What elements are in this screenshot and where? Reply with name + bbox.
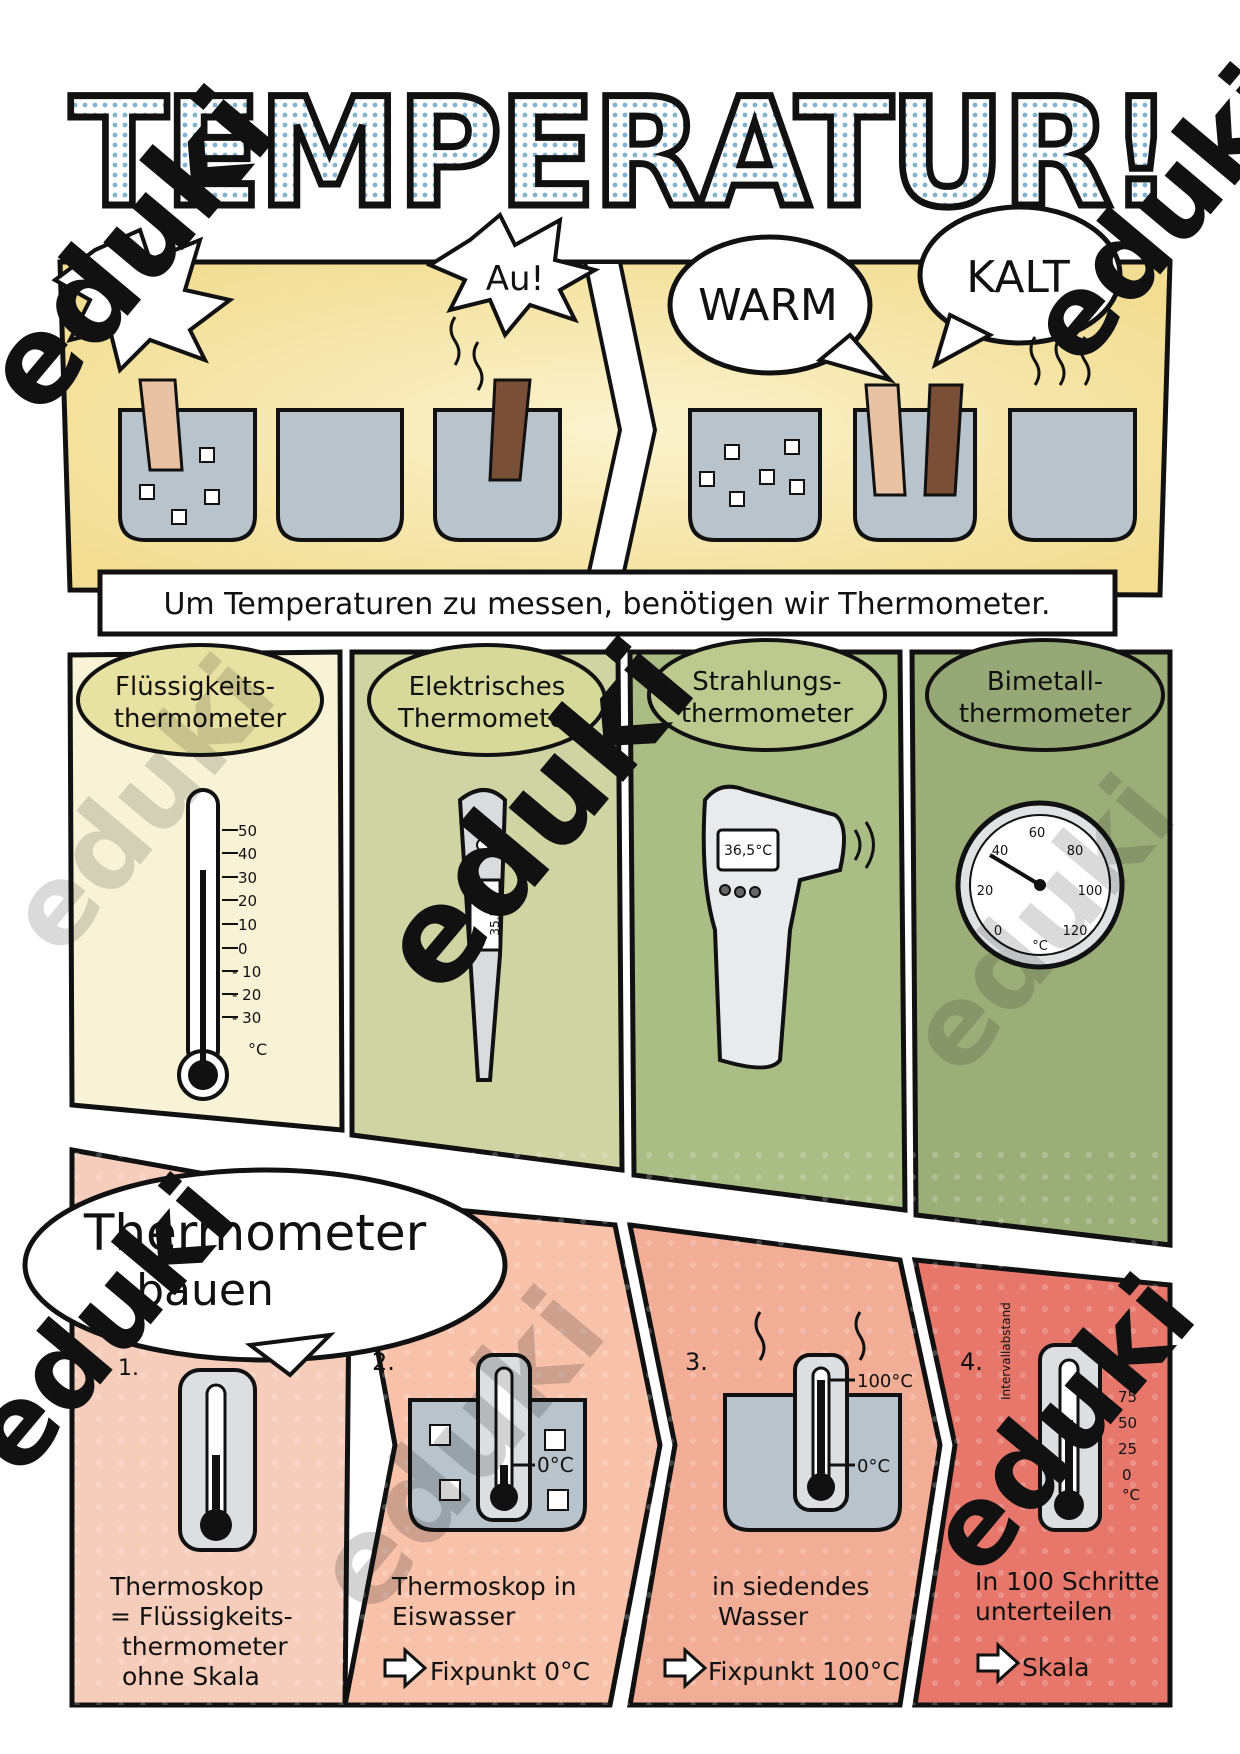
liquid-thermometer-scale: 50 40 30 20 10 0 - 10 - 20 - 30 °C: [222, 822, 267, 1059]
hand-dark: [488, 378, 532, 482]
svg-text:Strahlungs-: Strahlungs-: [692, 667, 841, 697]
poster-title: TEMPERATUR!: [67, 64, 1178, 245]
svg-text:ohne Skala: ohne Skala: [122, 1662, 260, 1691]
warm-speech-bubble: WARM: [667, 234, 897, 384]
svg-text:Skala: Skala: [1022, 1653, 1090, 1682]
step-2: 2. 0°C Thermoskop in Eiswasser Fixpunkt …: [372, 1348, 590, 1690]
svg-text:100: 100: [1078, 884, 1103, 899]
svg-text:50: 50: [238, 822, 257, 840]
svg-text:20: 20: [238, 892, 257, 910]
svg-text:60: 60: [1029, 826, 1046, 841]
build-heading-bubble: Thermometer bauen: [22, 1167, 508, 1378]
svg-text:°C: °C: [248, 1040, 267, 1059]
au-exclaim: Au!: [486, 259, 544, 299]
svg-text:0: 0: [994, 924, 1002, 939]
au-burst: [425, 211, 601, 339]
kalt-speech-bubble: KALT: [917, 204, 1123, 370]
svg-text:80: 80: [1067, 844, 1084, 859]
svg-text:0: 0: [238, 940, 248, 958]
svg-text:36,5°C: 36,5°C: [724, 843, 772, 859]
svg-text:Bimetall-: Bimetall-: [987, 667, 1103, 697]
svg-text:thermometer: thermometer: [122, 1632, 288, 1661]
svg-text:= Flüssigkeits-: = Flüssigkeits-: [110, 1602, 293, 1631]
step-1: 1. Thermoskop = Flüssigkeits- thermomete…: [109, 1356, 293, 1691]
svg-text:2.: 2.: [372, 1348, 395, 1376]
electric-thermometer-icon: 35,5°C: [457, 788, 508, 1082]
svg-text:100°C: 100°C: [857, 1371, 913, 1392]
svg-text:40: 40: [238, 845, 257, 863]
svg-text:Thermometer: Thermometer: [397, 704, 576, 734]
caption-box: [97, 569, 1118, 637]
svg-text:Thermometer: Thermometer: [83, 1204, 427, 1262]
svg-text:Fixpunkt 0°C: Fixpunkt 0°C: [430, 1657, 590, 1686]
svg-text:20: 20: [977, 884, 994, 899]
svg-text:°C: °C: [1032, 939, 1048, 954]
svg-text:40: 40: [992, 844, 1009, 859]
svg-text:3.: 3.: [685, 1348, 708, 1376]
bowl-ice-right: [688, 408, 822, 542]
svg-text:WARM: WARM: [698, 280, 838, 331]
svg-text:unterteilen: unterteilen: [975, 1597, 1112, 1626]
svg-text:bauen: bauen: [136, 1265, 274, 1316]
bimetal-dial-icon: 0 20 40 60 80 100 120 °C: [955, 800, 1125, 970]
step-3: 3. 100°C 0°C in siedendes Wasser Fixpunk…: [663, 1311, 913, 1690]
svg-text:10: 10: [238, 916, 257, 934]
caption-text: Um Temperaturen zu messen, benötigen wir…: [163, 587, 1050, 622]
bowl-hot-right: [433, 316, 562, 542]
label-radiation-thermometer: Strahlungs- thermometer: [647, 638, 887, 752]
svg-text:0°C: 0°C: [537, 1453, 574, 1477]
bowl-ice-left: [118, 378, 257, 542]
svg-text:Eiswasser: Eiswasser: [392, 1602, 516, 1631]
explosion-burst-left: [51, 227, 235, 374]
svg-text:1.: 1.: [118, 1356, 139, 1381]
svg-text:Wasser: Wasser: [718, 1602, 809, 1631]
svg-text:thermometer: thermometer: [681, 699, 854, 729]
svg-text:Thermoskop: Thermoskop: [109, 1572, 264, 1601]
svg-text:35,5°C: 35,5°C: [488, 894, 502, 935]
arrow-right-icon: [383, 1646, 428, 1690]
svg-text:°C: °C: [1122, 1486, 1140, 1504]
liquid-thermometer-icon: [177, 788, 229, 1101]
svg-text:- 30: - 30: [232, 1009, 261, 1027]
build-section: Thermometer bauen 1. Thermoskop = Flüssi…: [22, 1147, 1173, 1708]
label-liquid-thermometer: Flüssigkeits- thermometer: [76, 643, 324, 757]
svg-text:Fixpunkt 100°C: Fixpunkt 100°C: [708, 1657, 900, 1686]
svg-text:thermometer: thermometer: [114, 704, 287, 734]
svg-text:TEMPERATUR!: TEMPERATUR!: [70, 67, 1170, 241]
steam-icon: [449, 316, 461, 366]
label-bimetal-thermometer: Bimetall- thermometer: [925, 638, 1165, 752]
hand-left: [138, 378, 184, 472]
svg-text:Thermoskop in: Thermoskop in: [391, 1572, 577, 1601]
svg-text:0°C: 0°C: [857, 1456, 890, 1477]
svg-text:Intervallabstand: Intervallabstand: [999, 1302, 1013, 1400]
svg-text:in siedendes: in siedendes: [712, 1572, 869, 1601]
svg-text:KALT: KALT: [966, 252, 1070, 303]
svg-text:50: 50: [1118, 1414, 1137, 1432]
bowl-two-hands: [853, 383, 977, 542]
label-electric-thermometer: Elektrisches Thermometer: [367, 643, 607, 757]
svg-text:- 20: - 20: [232, 986, 261, 1004]
svg-text:25: 25: [1118, 1440, 1137, 1458]
svg-text:In 100 Schritte: In 100 Schritte: [975, 1567, 1160, 1596]
step-4: 4. Intervallabstand 75 50 25 0 °C In 100…: [960, 1302, 1160, 1685]
radiation-thermometer-icon: 36,5°C: [701, 784, 875, 1070]
svg-text:75: 75: [1118, 1388, 1137, 1406]
svg-text:120: 120: [1063, 924, 1088, 939]
bowl-hot-far-right: [1008, 336, 1137, 542]
svg-text:- 10: - 10: [232, 963, 261, 981]
svg-text:thermometer: thermometer: [959, 699, 1132, 729]
svg-text:30: 30: [238, 869, 257, 887]
top-panel: Au! WARM KALT: [51, 204, 1173, 637]
svg-text:Flüssigkeits-: Flüssigkeits-: [115, 672, 275, 702]
svg-text:4.: 4.: [960, 1348, 983, 1376]
thermometer-types-row: Flüssigkeits- thermometer Elektrisches T…: [67, 638, 1173, 1248]
svg-text:0: 0: [1122, 1466, 1132, 1484]
svg-text:Elektrisches: Elektrisches: [409, 672, 566, 702]
bowl-water-middle: [276, 408, 404, 542]
